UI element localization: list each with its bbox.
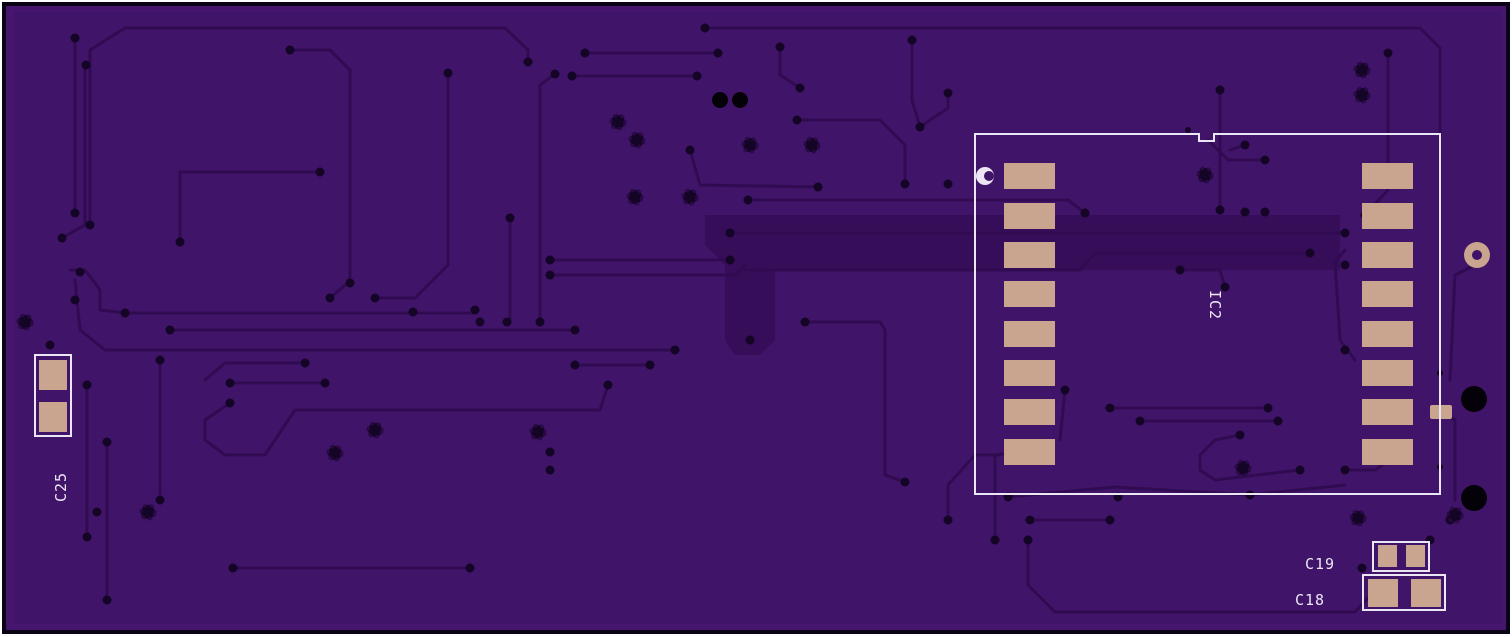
ic2-footprint: IC2 bbox=[974, 133, 1441, 495]
c19-pad-2 bbox=[1406, 545, 1425, 567]
ic2-pads-left bbox=[1004, 163, 1055, 465]
c19-pad-1 bbox=[1378, 545, 1397, 567]
traces bbox=[60, 26, 1477, 614]
c25-silkscreen-outline bbox=[34, 354, 72, 437]
c19-silkscreen-outline bbox=[1372, 541, 1430, 572]
c18-footprint: C18 bbox=[1295, 574, 1446, 611]
power-trace bbox=[705, 215, 1340, 355]
ic2-pads-right bbox=[1362, 163, 1413, 465]
hole-top-left-b bbox=[732, 92, 748, 108]
hole-right-upper bbox=[1461, 386, 1487, 412]
c25-footprint: C25 bbox=[34, 354, 72, 502]
c18-silkscreen-outline bbox=[1362, 574, 1446, 611]
hole-right-lower bbox=[1461, 485, 1487, 511]
vias bbox=[45, 23, 1455, 605]
thermal-vias bbox=[16, 61, 1464, 527]
c19-designator: C19 bbox=[1305, 555, 1335, 573]
c25-designator: C25 bbox=[52, 472, 70, 502]
c19-footprint: C19 bbox=[1305, 541, 1430, 573]
c25-pad-2 bbox=[39, 402, 67, 432]
ic2-silkscreen-outline bbox=[974, 133, 1441, 495]
c18-pad-2 bbox=[1411, 579, 1441, 607]
test-pad-right-hole bbox=[1472, 250, 1482, 260]
c18-designator: C18 bbox=[1295, 591, 1325, 609]
c25-pad-1 bbox=[39, 360, 67, 390]
hole-top-left-a bbox=[712, 92, 728, 108]
c18-pad-1 bbox=[1368, 579, 1398, 607]
ic2-pin1-marker-inner bbox=[984, 171, 994, 181]
ic2-designator: IC2 bbox=[1206, 290, 1224, 320]
